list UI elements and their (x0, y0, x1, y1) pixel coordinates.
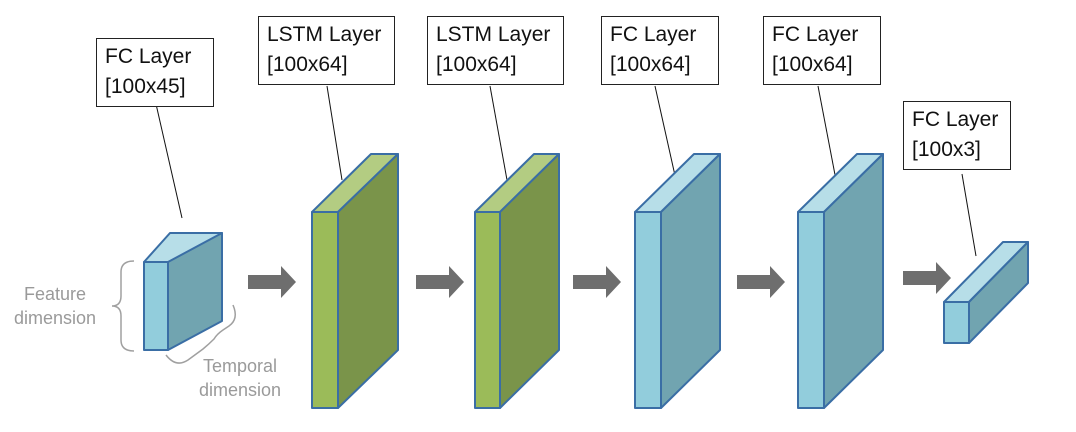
feature-dimension-label: Feature dimension (14, 282, 96, 331)
block-4-front (634, 211, 662, 409)
block-3-front (474, 211, 501, 409)
layer-label-1: FC Layer [100x45] (96, 38, 214, 107)
feature-dimension-line1: Feature (24, 284, 87, 304)
leader-line-3 (489, 85, 508, 181)
arrow-icon-1 (248, 266, 296, 298)
leader-lines (155, 85, 977, 257)
layer-label-6: FC Layer [100x3] (903, 101, 1011, 170)
temporal-dimension-line1: Temporal (203, 356, 278, 376)
leader-line-1 (155, 103, 183, 219)
layer-label-4-name: FC Layer (610, 23, 697, 46)
layer-label-6-name: FC Layer (912, 108, 999, 131)
leader-line-4 (654, 85, 677, 181)
lstm-layer-block-2 (474, 153, 560, 409)
leader-line-2 (326, 85, 343, 181)
fc-layer-block-2 (634, 153, 721, 409)
temporal-dimension-label: Temporal dimension (199, 354, 281, 403)
layer-label-4-shape: [100x64] (610, 53, 691, 77)
layer-label-2-name: LSTM Layer (267, 23, 382, 46)
layer-label-6-shape: [100x3] (912, 138, 981, 162)
flow-arrows (248, 262, 951, 298)
block-1-front (143, 261, 169, 351)
fc-layer-block-4 (943, 241, 1029, 344)
arrow-icon-2 (416, 266, 464, 298)
feature-dimension-bracket (111, 260, 135, 352)
layer-label-3-name: LSTM Layer (436, 23, 551, 46)
layer-label-2: LSTM Layer [100x64] (258, 16, 395, 85)
block-5-front (797, 211, 825, 409)
layer-label-5-shape: [100x64] (772, 53, 853, 77)
lstm-layer-block-1 (311, 153, 399, 409)
block-6-front (943, 301, 970, 344)
temporal-dimension-line2: dimension (199, 380, 282, 401)
fc-layer-block-3 (797, 153, 884, 409)
arrow-icon-4 (737, 266, 785, 298)
arrow-icon-3 (573, 266, 621, 298)
layer-label-4: FC Layer [100x64] (601, 16, 719, 85)
layer-label-2-shape: [100x64] (267, 53, 348, 77)
leader-line-6 (961, 173, 977, 257)
block-2-front (311, 211, 339, 409)
layer-label-1-shape: [100x45] (105, 75, 186, 99)
layer-label-1-name: FC Layer (105, 45, 192, 68)
layer-label-5: FC Layer [100x64] (763, 16, 881, 85)
temporal-dimension-bracket (165, 304, 236, 364)
layer-label-3: LSTM Layer [100x64] (427, 16, 564, 85)
layer-label-5-name: FC Layer (772, 23, 859, 46)
fc-layer-block-1 (143, 232, 223, 351)
leader-line-5 (817, 85, 837, 181)
layer-label-3-shape: [100x64] (436, 53, 517, 77)
feature-dimension-line2: dimension (14, 308, 97, 329)
arrow-icon-5 (903, 262, 951, 294)
